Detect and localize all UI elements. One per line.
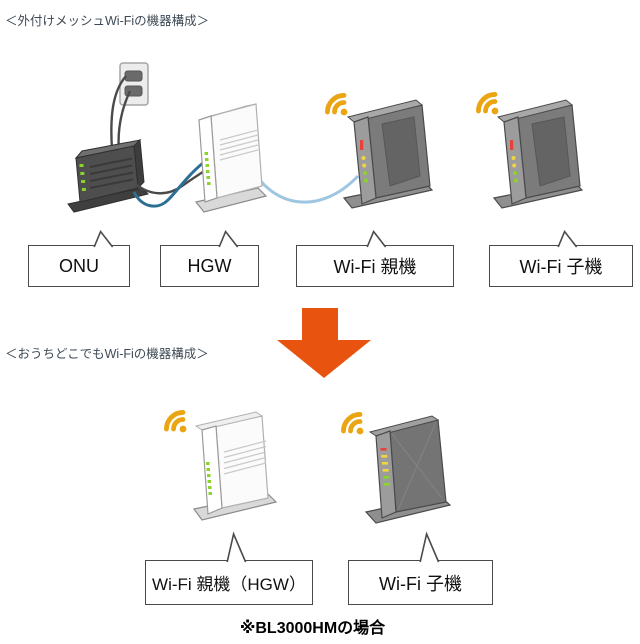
section-title-external-mesh: ＜外付けメッシュWi-Fiの機器構成＞ — [5, 14, 210, 28]
wan-cable — [135, 168, 207, 195]
diagram-external-mesh — [67, 62, 584, 213]
lan-cable-blue — [132, 161, 204, 208]
callout-tail — [224, 533, 248, 562]
wifi-child-status-leds — [380, 448, 390, 486]
power-outlet-icon — [119, 62, 149, 106]
wifi-signal-icon — [476, 92, 499, 115]
callout-tail — [417, 533, 441, 562]
hgw-label-callout: HGW — [160, 245, 259, 287]
hgw-status-leds — [204, 152, 211, 185]
wifi-signal-icon — [341, 412, 364, 435]
device-label-hgw: HGW — [187, 255, 232, 276]
hgw-status-leds — [206, 462, 212, 495]
section-title-home-anywhere: ＜おうちどこでもWi-Fiの機器構成＞ — [5, 347, 209, 361]
wifi-child-device-icon — [476, 92, 584, 209]
wifi-child-label-callout: Wi-Fi 子機 — [489, 245, 633, 287]
wifi-child-status-leds — [510, 140, 518, 183]
wifi-child-label-callout: Wi-Fi 子機 — [348, 560, 493, 605]
device-label-wifi-child: Wi-Fi 子機 — [519, 257, 603, 277]
wifi-child-device-icon — [341, 412, 452, 524]
callout-tail — [91, 231, 115, 247]
wifi-parent-status-leds — [360, 140, 368, 183]
callout-tail — [364, 231, 388, 247]
callout-tail — [216, 231, 240, 247]
wifi-parent-device-icon — [325, 93, 434, 209]
hgw-wifi-parent-label-callout: Wi-Fi 親機（HGW） — [145, 560, 313, 605]
diagram-home-anywhere — [164, 410, 452, 524]
device-label-hgw-wifi-parent: Wi-Fi 親機（HGW） — [152, 575, 306, 594]
callout-tail — [555, 231, 579, 247]
wifi-signal-icon — [325, 93, 348, 116]
onu-device-icon — [67, 138, 149, 213]
device-label-wifi-child: Wi-Fi 子機 — [379, 573, 462, 594]
hgw-device-icon — [194, 103, 268, 213]
device-label-wifi-parent: Wi-Fi 親機 — [333, 257, 417, 277]
down-arrow-icon — [277, 308, 371, 378]
model-footnote: ※BL3000HMの場合 — [239, 620, 386, 637]
hgw-wifi-parent-device-icon — [164, 410, 278, 521]
wifi-parent-label-callout: Wi-Fi 親機 — [296, 245, 454, 287]
onu-label-callout: ONU — [28, 245, 130, 287]
device-label-onu: ONU — [59, 255, 99, 276]
wifi-signal-icon — [164, 410, 187, 433]
onu-status-leds — [79, 164, 86, 191]
